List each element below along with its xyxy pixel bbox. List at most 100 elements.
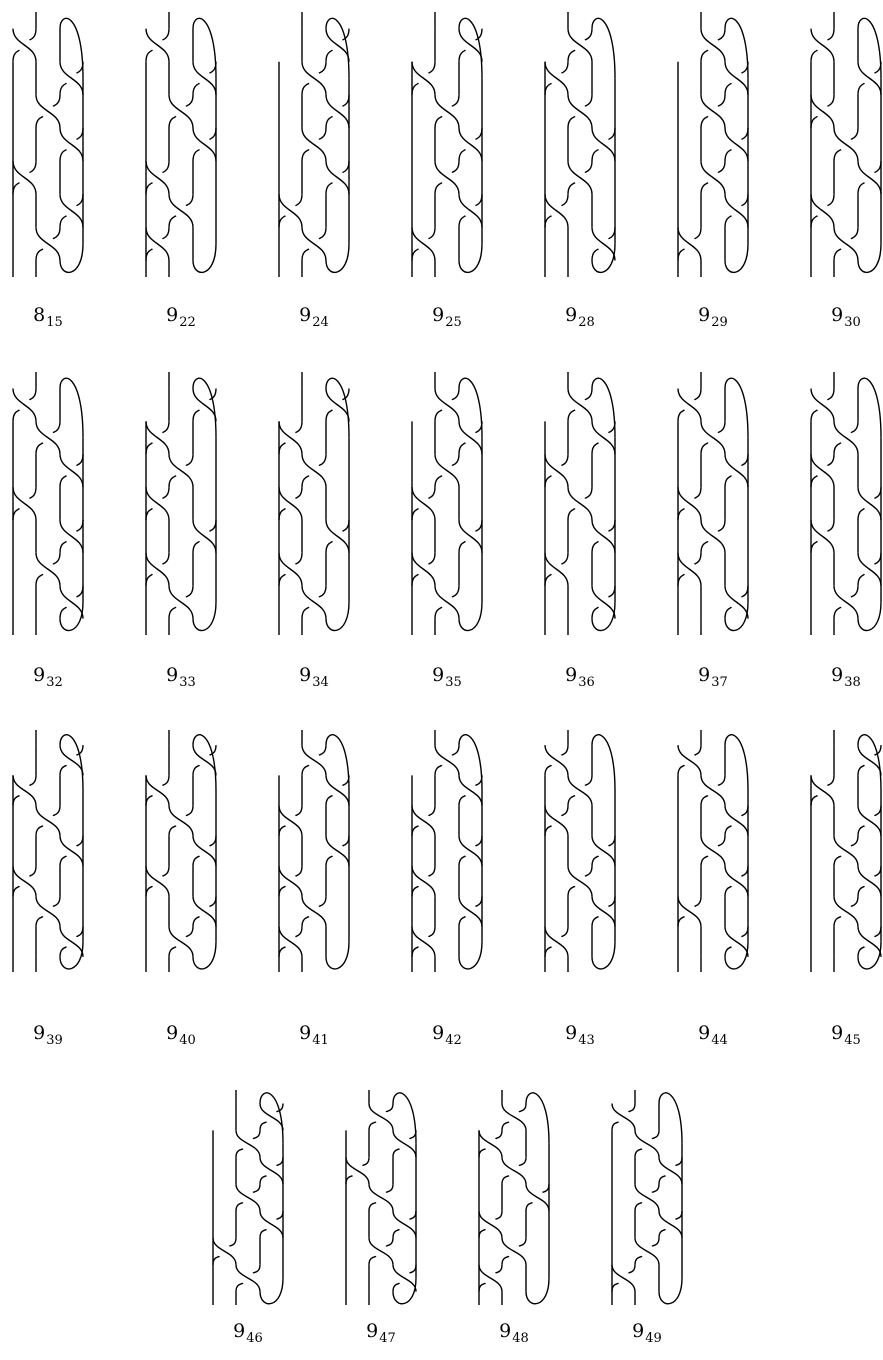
knot-index: 42 bbox=[445, 1033, 462, 1048]
knot-crossing-number: 9 bbox=[432, 1022, 444, 1044]
knot-crossing-number: 9 bbox=[432, 664, 444, 686]
knot-crossing-number: 9 bbox=[698, 304, 710, 326]
knot-index: 41 bbox=[312, 1033, 329, 1048]
knot-diagram bbox=[810, 372, 882, 635]
knot-crossing-number: 9 bbox=[632, 1320, 644, 1342]
knot-label: 941 bbox=[274, 1024, 354, 1047]
knot-crossing-number: 9 bbox=[366, 1320, 378, 1342]
knot-label: 947 bbox=[341, 1322, 421, 1345]
knot-crossing-number: 9 bbox=[299, 664, 311, 686]
knot-crossing-number: 9 bbox=[33, 664, 45, 686]
knot-index: 32 bbox=[46, 675, 63, 690]
knot-crossing-number: 9 bbox=[831, 664, 843, 686]
knot-index: 34 bbox=[312, 675, 329, 690]
knot-crossing-number: 9 bbox=[432, 304, 444, 326]
knot-diagram bbox=[677, 372, 749, 635]
knot-index: 46 bbox=[246, 1331, 263, 1346]
knot-diagram bbox=[677, 12, 749, 277]
knot-diagram bbox=[544, 372, 616, 635]
knot-label: 922 bbox=[141, 306, 221, 329]
knot-label: 929 bbox=[673, 306, 753, 329]
knot-diagram bbox=[810, 12, 882, 277]
knot-label: 938 bbox=[806, 666, 883, 689]
knot-label: 940 bbox=[141, 1024, 221, 1047]
knot-index: 43 bbox=[578, 1033, 595, 1048]
knot-index: 47 bbox=[379, 1331, 396, 1346]
knot-index: 49 bbox=[645, 1331, 662, 1346]
knot-crossing-number: 9 bbox=[698, 664, 710, 686]
knot-index: 37 bbox=[711, 675, 728, 690]
knot-label: 930 bbox=[806, 306, 883, 329]
knot-diagram bbox=[12, 372, 84, 635]
knot-label: 928 bbox=[540, 306, 620, 329]
knot-label: 924 bbox=[274, 306, 354, 329]
knot-crossing-number: 9 bbox=[565, 1022, 577, 1044]
knot-crossing-number: 9 bbox=[166, 1022, 178, 1044]
knot-diagram bbox=[145, 372, 217, 635]
knot-diagram bbox=[278, 372, 350, 635]
knot-crossing-number: 9 bbox=[33, 1022, 45, 1044]
knot-index: 36 bbox=[578, 675, 595, 690]
knot-diagram bbox=[12, 12, 84, 277]
knot-index: 33 bbox=[179, 675, 196, 690]
knot-crossing-number: 9 bbox=[299, 304, 311, 326]
knot-label: 945 bbox=[806, 1024, 883, 1047]
knot-crossing-number: 9 bbox=[299, 1022, 311, 1044]
knot-index: 22 bbox=[179, 315, 196, 330]
knot-diagram bbox=[212, 1090, 284, 1305]
knot-crossing-number: 9 bbox=[565, 664, 577, 686]
knot-label: 932 bbox=[8, 666, 88, 689]
knot-crossing-number: 9 bbox=[166, 664, 178, 686]
knot-crossing-number: 9 bbox=[831, 1022, 843, 1044]
knot-diagram bbox=[278, 12, 350, 277]
knot-label: 946 bbox=[208, 1322, 288, 1345]
knot-diagram bbox=[145, 12, 217, 277]
knot-diagram bbox=[677, 730, 749, 972]
knot-index: 29 bbox=[711, 315, 728, 330]
knot-crossing-number: 9 bbox=[565, 304, 577, 326]
knot-index: 40 bbox=[179, 1033, 196, 1048]
knot-index: 24 bbox=[312, 315, 329, 330]
knot-label: 815 bbox=[8, 306, 88, 329]
knot-crossing-number: 9 bbox=[166, 304, 178, 326]
knot-diagram bbox=[411, 12, 483, 277]
knot-diagram bbox=[544, 730, 616, 972]
knot-index: 30 bbox=[844, 315, 861, 330]
knot-label: 936 bbox=[540, 666, 620, 689]
knot-label: 937 bbox=[673, 666, 753, 689]
knot-diagram bbox=[411, 730, 483, 972]
knot-label: 935 bbox=[407, 666, 487, 689]
knot-label: 925 bbox=[407, 306, 487, 329]
knot-diagram bbox=[544, 12, 616, 277]
knot-diagram bbox=[810, 730, 882, 972]
knot-diagram bbox=[12, 730, 84, 972]
knot-crossing-number: 9 bbox=[698, 1022, 710, 1044]
knot-crossing-number: 8 bbox=[33, 304, 45, 326]
knot-crossing-number: 9 bbox=[233, 1320, 245, 1342]
knot-label: 933 bbox=[141, 666, 221, 689]
knot-index: 44 bbox=[711, 1033, 728, 1048]
knot-label: 934 bbox=[274, 666, 354, 689]
knot-index: 45 bbox=[844, 1033, 861, 1048]
knot-diagram bbox=[345, 1090, 417, 1305]
knot-diagram bbox=[611, 1090, 683, 1305]
knot-diagram bbox=[145, 730, 217, 972]
knot-index: 38 bbox=[844, 675, 861, 690]
knot-label: 939 bbox=[8, 1024, 88, 1047]
knot-diagram bbox=[478, 1090, 550, 1305]
knot-crossing-number: 9 bbox=[831, 304, 843, 326]
knot-index: 25 bbox=[445, 315, 462, 330]
knot-index: 28 bbox=[578, 315, 595, 330]
knot-label: 942 bbox=[407, 1024, 487, 1047]
knot-label: 944 bbox=[673, 1024, 753, 1047]
knot-label: 948 bbox=[474, 1322, 554, 1345]
knot-index: 39 bbox=[46, 1033, 63, 1048]
knot-diagram bbox=[411, 372, 483, 635]
knot-label: 949 bbox=[607, 1322, 687, 1345]
knot-index: 35 bbox=[445, 675, 462, 690]
knot-index: 48 bbox=[512, 1331, 529, 1346]
knot-crossing-number: 9 bbox=[499, 1320, 511, 1342]
knot-diagram bbox=[278, 730, 350, 972]
knot-index: 15 bbox=[46, 315, 63, 330]
